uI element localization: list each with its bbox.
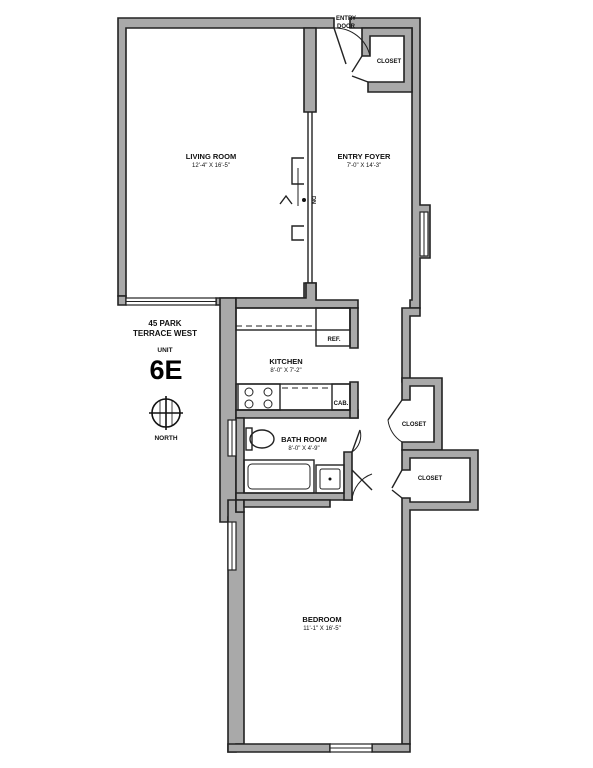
- toilet-tank: [245, 427, 253, 451]
- refrigerator-label: REF.: [327, 337, 340, 343]
- bedroom-name: BEDROOM: [302, 615, 341, 624]
- cab-wall: [349, 381, 359, 419]
- living-room-dims: 12'-4" X 16'-5": [192, 163, 230, 169]
- cabinet-label: CAB.: [334, 401, 349, 407]
- compass-label: NORTH: [154, 435, 177, 442]
- bath-room-name: BATH ROOM: [281, 435, 327, 444]
- address-line1: 45 PARK: [148, 319, 181, 328]
- labels: LIVING ROOM 12'-4" X 16'-5" ENTRY FOYER …: [133, 16, 442, 632]
- closet-mid-wall: [401, 377, 443, 451]
- bath-south-wall: [235, 492, 353, 501]
- toilet-bowl: [249, 429, 275, 449]
- windows: [125, 211, 429, 753]
- bedroom-north-wall: [243, 499, 331, 508]
- stove: [237, 383, 281, 411]
- unit-label: UNIT: [157, 347, 172, 354]
- bedroom-corner: [235, 499, 245, 513]
- kitchen-counter-top: [235, 307, 351, 331]
- closet-top-wall: [361, 27, 413, 93]
- refrigerator: [315, 307, 351, 347]
- compass-icon: [149, 396, 183, 430]
- unit-number: 6E: [149, 355, 182, 385]
- entry-door-label-line1: ENTRY: [336, 16, 356, 22]
- east-wall-mid: [401, 307, 421, 383]
- doors: [279, 27, 403, 501]
- entry-foyer-dims: 7'-0" X 14'-3": [347, 163, 382, 169]
- kitchen-south-wall: [235, 409, 359, 419]
- closet-low-wall: [401, 449, 479, 745]
- kitchen-north-wall: [235, 282, 359, 309]
- kitchen-east-wall: [349, 307, 359, 349]
- bathtub: [243, 459, 315, 494]
- bath-east-wall: [343, 451, 353, 501]
- bath-west-wall: [235, 417, 245, 501]
- entry-foyer-name: ENTRY FOYER: [338, 152, 392, 161]
- bedroom-south-wall-right: [371, 743, 411, 753]
- walls: [117, 17, 479, 753]
- kitchen-west-wall: [219, 297, 237, 523]
- fixtures: [235, 307, 351, 494]
- closet-mid-label: CLOSET: [402, 422, 427, 428]
- closet-low-label: CLOSET: [418, 476, 443, 482]
- living-room-name: LIVING ROOM: [186, 152, 236, 161]
- bath-room-dims: 8'-0" X 4'-9": [288, 446, 319, 452]
- address-line2: TERRACE WEST: [133, 329, 197, 338]
- bedroom-south-wall-left: [227, 743, 331, 753]
- kitchen-name: KITCHEN: [269, 357, 302, 366]
- partition-wall-upper: [303, 27, 317, 113]
- entry-door-label-line2: DOOR: [337, 24, 356, 30]
- cabinet: [331, 383, 351, 411]
- stair-down-label: DN: [310, 196, 316, 204]
- closet-top-label: CLOSET: [377, 59, 402, 65]
- living-room-wall-corner: [117, 295, 127, 306]
- bedroom-dims: 11'-1" X 16'-5": [303, 626, 340, 632]
- sink: [315, 464, 345, 494]
- kitchen-dims: 8'-0" X 7'-2": [270, 368, 301, 374]
